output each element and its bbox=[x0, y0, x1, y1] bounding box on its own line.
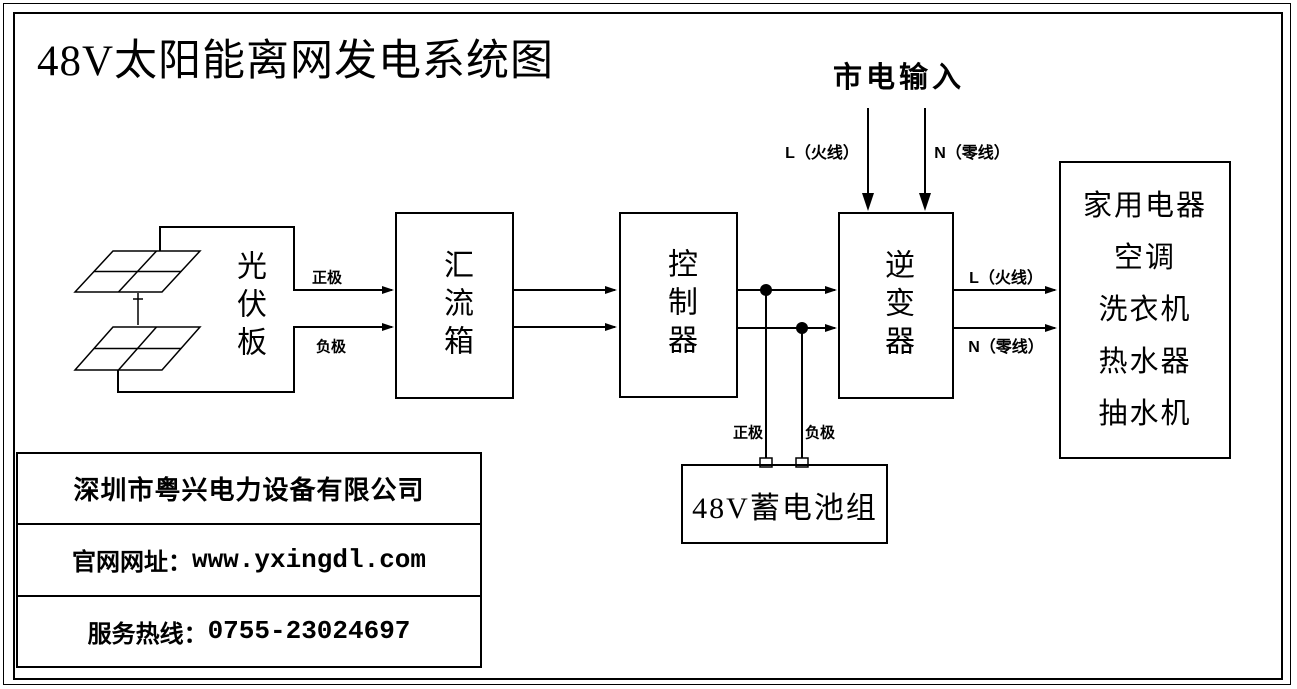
appliance-item: 抽水机 bbox=[1098, 398, 1192, 430]
pv-panel-label: 光伏板 bbox=[232, 250, 265, 364]
panel-series-connector bbox=[133, 293, 143, 325]
company-hotline-row: 服务热线： 0755-23024697 bbox=[18, 594, 480, 666]
appliance-item: 空调 bbox=[1113, 242, 1176, 274]
battery-negative-label: 负极 bbox=[804, 424, 836, 442]
combiner-label: 汇流箱 bbox=[439, 249, 472, 363]
solar-panel-icon-top bbox=[73, 250, 202, 293]
output-live-label: L（火线） bbox=[969, 270, 1043, 287]
company-name: 深圳市粤兴电力设备有限公司 bbox=[73, 475, 425, 506]
combiner-box-outline bbox=[395, 212, 514, 399]
website-label: 官网网址： bbox=[71, 549, 192, 577]
controller-box-outline bbox=[619, 212, 738, 398]
output-neutral-label: N（零线） bbox=[968, 339, 1044, 356]
controller-label: 控制器 bbox=[663, 248, 696, 362]
solar-panel-icon-bottom bbox=[73, 326, 202, 371]
appliance-item: 洗衣机 bbox=[1098, 294, 1192, 326]
appliances-list: 家用电器 空调 洗衣机 热水器 抽水机 bbox=[1060, 162, 1230, 458]
wire-pv-positive bbox=[159, 226, 394, 294]
inner-border bbox=[13, 12, 1283, 680]
battery-positive-label: 正极 bbox=[732, 424, 764, 442]
battery-terminal-negative bbox=[795, 457, 809, 468]
mains-live-label: L（火线） bbox=[785, 145, 859, 162]
hotline-label: 服务热线： bbox=[87, 620, 208, 648]
company-info-table: 深圳市粤兴电力设备有限公司 官网网址： www.yxingdl.com 服务热线… bbox=[16, 452, 482, 668]
website-url: www.yxingdl.com bbox=[191, 544, 427, 575]
battery-terminal-positive bbox=[759, 457, 773, 468]
outer-border bbox=[3, 3, 1291, 685]
mains-input-label: 市电输入 bbox=[832, 62, 966, 94]
mains-neutral-label: N（零线） bbox=[934, 145, 1010, 162]
wire-pv-negative bbox=[117, 323, 394, 393]
battery-box-outline bbox=[681, 464, 888, 544]
company-website-row: 官网网址： www.yxingdl.com bbox=[18, 523, 480, 594]
appliance-item: 家用电器 bbox=[1082, 190, 1207, 222]
inverter-label: 逆变器 bbox=[880, 249, 913, 363]
appliance-item: 热水器 bbox=[1098, 346, 1192, 378]
pv-negative-label: 负极 bbox=[315, 338, 347, 356]
hotline-number: 0755-23024697 bbox=[207, 616, 411, 647]
appliances-box-outline bbox=[1059, 161, 1231, 459]
junction-dot-negative bbox=[796, 322, 808, 334]
battery-label: 48V蓄电池组 bbox=[692, 492, 878, 525]
mains-input-arrows bbox=[862, 108, 931, 211]
page-title: 48V太阳能离网发电系统图 bbox=[37, 38, 555, 85]
inverter-box-outline bbox=[838, 212, 954, 399]
junction-dot-positive bbox=[760, 284, 772, 296]
pv-positive-label: 正极 bbox=[311, 269, 343, 287]
